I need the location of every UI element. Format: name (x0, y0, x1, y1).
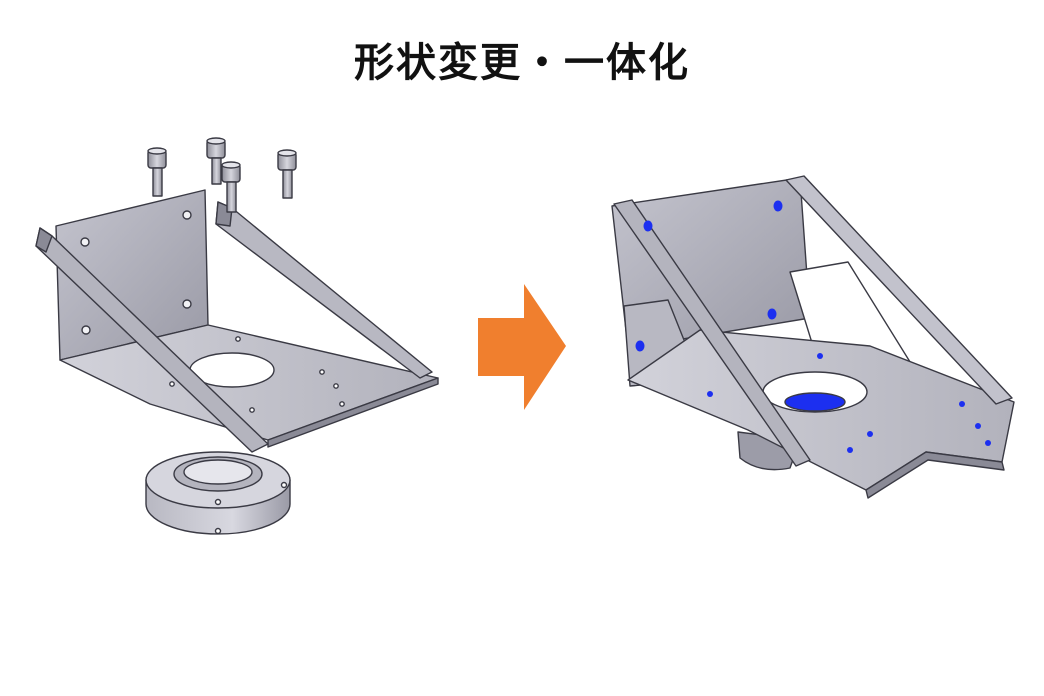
bolt-4 (277, 149, 297, 199)
separate-parts-assembly (35, 137, 439, 535)
integrated-left-gusset (613, 199, 811, 467)
integrated-right-gusset (785, 175, 1013, 405)
bolt-1 (147, 147, 167, 197)
bolt-3 (221, 161, 241, 213)
page-title: 形状変更・一体化 (354, 40, 690, 86)
bolt-2 (206, 137, 226, 185)
ring-housing (145, 451, 291, 535)
arrow-right-icon (478, 284, 566, 410)
integrated-part (611, 175, 1015, 499)
